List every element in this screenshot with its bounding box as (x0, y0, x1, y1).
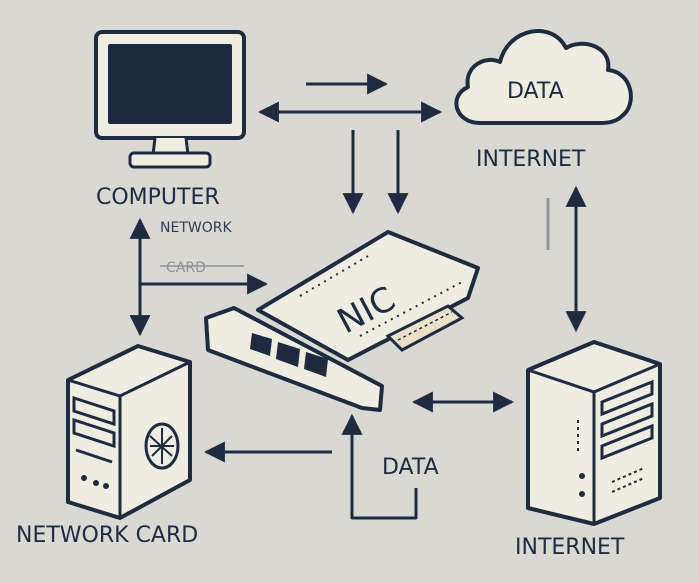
card-small-label: CARD (166, 260, 206, 276)
arrow-curve-up (341, 413, 418, 520)
server-tower-icon (66, 344, 192, 520)
network-card-label: NETWORK CARD (16, 523, 198, 548)
data-bottom-label: DATA (382, 455, 439, 480)
arrows (129, 73, 587, 520)
nic-card-icon (204, 230, 480, 412)
internet-bottom-label: INTERNET (515, 535, 625, 560)
computer-label: COMPUTER (96, 185, 220, 210)
server-tower-icon (526, 340, 662, 526)
monitor-icon (94, 30, 246, 169)
internet-top-label: INTERNET (476, 147, 586, 172)
cloud-icon (454, 29, 633, 125)
cloud-data-label: DATA (507, 79, 564, 104)
network-small-label: NETWORK (160, 220, 232, 236)
